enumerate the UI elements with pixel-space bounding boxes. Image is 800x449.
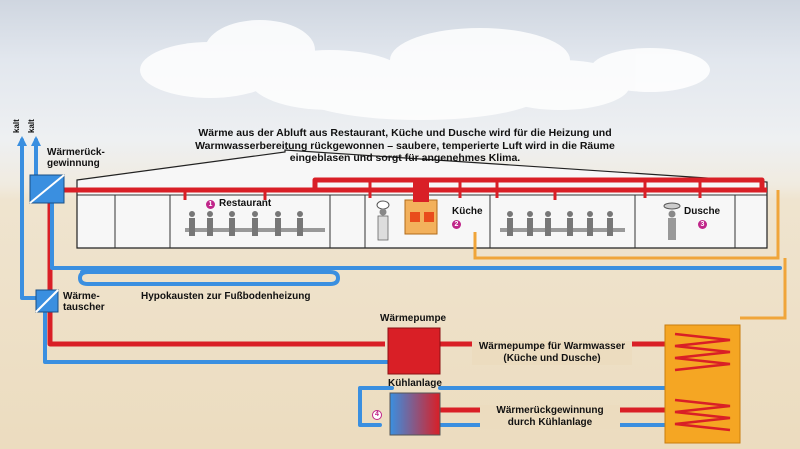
waermetauscher-line1: Wärme- [63,291,100,302]
kalt-label-2: kalt [27,119,36,133]
heat-exchanger [35,289,59,313]
waermerueckgewinnung-label: Wärmerück- gewinnung [47,147,105,169]
chef-icon [376,200,390,241]
kitchen-hood-icon [404,199,438,235]
diners-right [500,211,625,236]
shower-icon [663,202,681,240]
tank-coil-lower [674,398,731,432]
marker-kueche: 2 [452,220,461,229]
diners-restaurant [185,211,325,236]
tank-coil-upper [674,332,731,372]
wp-warmwasser-line2: (Küche und Dusche) [503,353,601,364]
heat-recovery-unit [29,174,65,204]
label-waermepumpe: Wärmepumpe [380,313,447,324]
waermetauscher-line2: tauscher [63,302,105,313]
wp-warmwasser-line1: Wärmepumpe für Warmwasser [478,341,626,352]
label-wrg-kuehlanlage: Wärmerückgewinnung durch Kühlanlage [480,405,620,429]
waermerueckgewinnung-line2: gewinnung [47,158,100,169]
label-restaurant: Restaurant [219,198,272,209]
label-wp-warmwasser: Wärmepumpe für Warmwasser (Küche und Dus… [472,341,632,365]
warm-pipes [473,190,787,320]
hot-pipe-vents [183,180,702,200]
kalt-arrows [17,136,41,146]
wrg-kuehl-line2: durch Kühlanlage [507,417,593,428]
label-kueche: Küche [452,206,483,217]
hood-duct [413,180,429,202]
label-dusche: Dusche [684,206,721,217]
marker-kuehlanlage: 4 [372,410,382,420]
label-kuehlanlage: Kühlanlage [388,378,442,389]
heat-pump-unit [387,327,441,375]
clouds [140,20,710,120]
cooling-unit [389,392,441,436]
waermetauscher-label: Wärme- tauscher [63,291,105,313]
kalt-label-1: kalt [12,119,21,133]
caption-text: Wärme aus der Abluft aus Restaurant, Küc… [195,127,615,164]
marker-dusche: 3 [698,220,707,229]
marker-restaurant: 1 [206,200,215,209]
wrg-kuehl-line1: Wärmerückgewinnung [496,405,604,416]
waermerueckgewinnung-line1: Wärmerück- [47,147,105,158]
label-hypokausten: Hypokausten zur Fußbodenheizung [141,291,311,302]
